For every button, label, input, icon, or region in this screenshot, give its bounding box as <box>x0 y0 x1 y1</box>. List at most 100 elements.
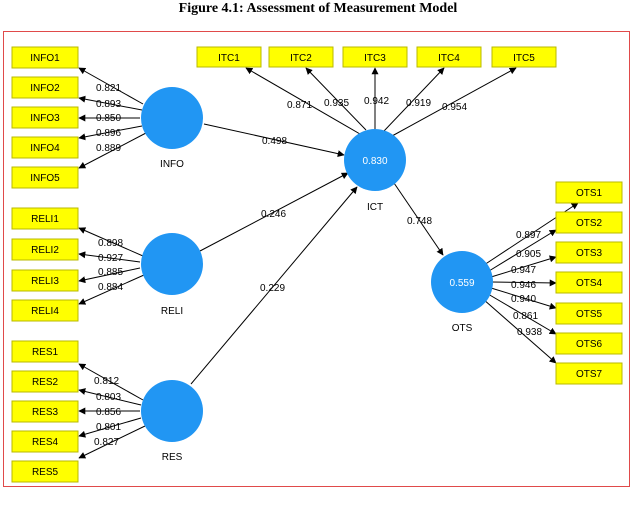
loading-label: 0.871 <box>287 100 312 111</box>
indicator-res1[interactable]: RES1 <box>11 340 79 363</box>
svg-text:INFO4: INFO4 <box>30 143 60 154</box>
indicator-itc5[interactable]: ITC5 <box>491 46 557 68</box>
indicator-info3[interactable]: INFO3 <box>11 106 79 129</box>
svg-text:INFO3: INFO3 <box>30 113 60 124</box>
loading-label: 0.861 <box>513 311 538 322</box>
loadings-ict: 0.871 0.935 0.942 0.919 0.954 <box>245 67 517 137</box>
svg-text:ITC2: ITC2 <box>290 53 312 64</box>
svg-text:RELI1: RELI1 <box>31 214 59 225</box>
loading-label: 0.942 <box>364 96 389 107</box>
indicator-ots2[interactable]: OTS2 <box>555 211 623 234</box>
indicator-info4[interactable]: INFO4 <box>11 136 79 159</box>
loading-label: 0.938 <box>517 327 542 338</box>
loading-label: 0.821 <box>96 83 121 94</box>
indicator-info5[interactable]: INFO5 <box>11 166 79 189</box>
path-coefficient: 0.229 <box>260 283 285 294</box>
svg-text:ITC3: ITC3 <box>364 53 386 64</box>
path-res-ict: 0.229 <box>190 186 358 385</box>
loading-label: 0.897 <box>516 230 541 241</box>
loading-label: 0.889 <box>96 143 121 154</box>
svg-text:RES1: RES1 <box>32 347 59 358</box>
loading-label: 0.935 <box>324 98 349 109</box>
loading-label: 0.801 <box>96 422 121 433</box>
indicator-info1[interactable]: INFO1 <box>11 46 79 69</box>
loading-label: 0.812 <box>94 376 119 387</box>
indicator-itc1[interactable]: ITC1 <box>196 46 262 68</box>
loading-label: 0.919 <box>406 98 431 109</box>
indicator-ots6[interactable]: OTS6 <box>555 332 623 355</box>
svg-text:RES5: RES5 <box>32 467 59 478</box>
construct-reli[interactable]: RELI <box>141 233 203 317</box>
indicator-res5[interactable]: RES5 <box>11 460 79 483</box>
indicator-info2[interactable]: INFO2 <box>11 76 79 99</box>
construct-label: RES <box>162 452 183 463</box>
svg-text:RELI2: RELI2 <box>31 245 59 256</box>
loadings-info: 0.821 0.893 0.850 0.896 0.889 <box>78 67 147 169</box>
r-squared-value: 0.559 <box>449 278 474 289</box>
construct-label: ICT <box>367 202 383 213</box>
path-info-ict: 0.498 <box>203 123 345 158</box>
indicator-ots3[interactable]: OTS3 <box>555 241 623 264</box>
indicator-reli1[interactable]: RELI1 <box>11 207 79 230</box>
loading-label: 0.856 <box>96 407 121 418</box>
loading-label: 0.884 <box>98 282 123 293</box>
svg-text:RELI3: RELI3 <box>31 276 59 287</box>
path-reli-ict: 0.246 <box>199 172 349 252</box>
construct-label: OTS <box>452 323 473 334</box>
loading-label: 0.940 <box>511 294 536 305</box>
construct-label: INFO <box>160 159 184 170</box>
svg-text:ITC5: ITC5 <box>513 53 535 64</box>
indicator-reli3[interactable]: RELI3 <box>11 269 79 292</box>
svg-text:ITC1: ITC1 <box>218 53 240 64</box>
indicator-ots4[interactable]: OTS4 <box>555 271 623 294</box>
indicator-itc3[interactable]: ITC3 <box>342 46 408 68</box>
loading-label: 0.905 <box>516 249 541 260</box>
loading-label: 0.946 <box>511 280 536 291</box>
path-coefficient: 0.246 <box>261 209 286 220</box>
svg-text:RELI4: RELI4 <box>31 306 59 317</box>
loading-label: 0.896 <box>96 128 121 139</box>
construct-res[interactable]: RES <box>141 380 203 463</box>
construct-label: RELI <box>161 306 183 317</box>
loading-label: 0.893 <box>96 99 121 110</box>
indicator-itc2[interactable]: ITC2 <box>268 46 334 68</box>
indicator-itc4[interactable]: ITC4 <box>416 46 482 68</box>
loading-label: 0.927 <box>98 253 123 264</box>
svg-text:OTS3: OTS3 <box>576 248 603 259</box>
indicator-res3[interactable]: RES3 <box>11 400 79 423</box>
indicator-res2[interactable]: RES2 <box>11 370 79 393</box>
construct-ots[interactable]: 0.559 OTS <box>431 251 493 334</box>
indicator-ots5[interactable]: OTS5 <box>555 302 623 325</box>
loading-label: 0.898 <box>98 238 123 249</box>
indicator-ots1[interactable]: OTS1 <box>555 181 623 204</box>
svg-text:RES4: RES4 <box>32 437 59 448</box>
loading-label: 0.827 <box>94 437 119 448</box>
svg-text:INFO5: INFO5 <box>30 173 60 184</box>
construct-ict[interactable]: 0.830 ICT <box>344 129 406 213</box>
svg-text:OTS6: OTS6 <box>576 339 603 350</box>
svg-text:OTS4: OTS4 <box>576 278 603 289</box>
svg-text:RES3: RES3 <box>32 407 59 418</box>
path-coefficient: 0.498 <box>262 136 287 147</box>
indicator-ots7[interactable]: OTS7 <box>555 362 623 385</box>
svg-text:OTS7: OTS7 <box>576 369 603 380</box>
loading-label: 0.885 <box>98 267 123 278</box>
svg-text:INFO2: INFO2 <box>30 83 60 94</box>
construct-info[interactable]: INFO <box>141 87 203 170</box>
svg-text:OTS5: OTS5 <box>576 309 603 320</box>
loadings-res: 0.812 0.803 0.856 0.801 0.827 <box>78 363 146 459</box>
svg-text:ITC4: ITC4 <box>438 53 460 64</box>
indicator-reli4[interactable]: RELI4 <box>11 299 79 322</box>
path-ict-ots: 0.748 <box>393 182 444 256</box>
indicator-reli2[interactable]: RELI2 <box>11 238 79 261</box>
svg-text:INFO1: INFO1 <box>30 53 60 64</box>
path-coefficient: 0.748 <box>407 216 432 227</box>
loadings-reli: 0.898 0.927 0.885 0.884 <box>78 227 145 305</box>
r-squared-value: 0.830 <box>362 156 387 167</box>
figure-caption: Figure 4.1: Assessment of Measurement Mo… <box>178 1 458 16</box>
loading-label: 0.850 <box>96 113 121 124</box>
loading-label: 0.803 <box>96 392 121 403</box>
svg-text:OTS1: OTS1 <box>576 188 603 199</box>
indicator-res4[interactable]: RES4 <box>11 430 79 453</box>
